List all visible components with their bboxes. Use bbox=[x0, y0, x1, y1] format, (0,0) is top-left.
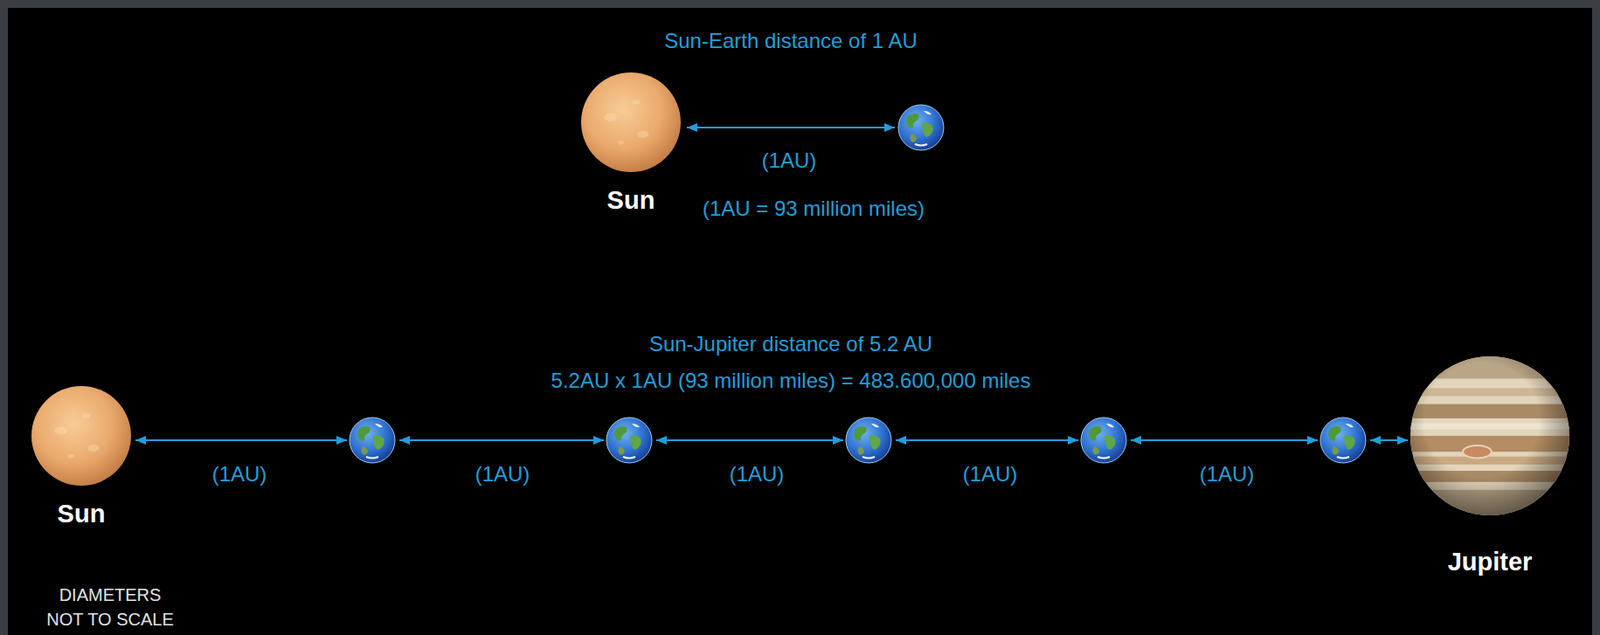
sun-disc bbox=[31, 386, 132, 486]
sun-texture bbox=[617, 140, 624, 146]
distance-arrows bbox=[135, 127, 1408, 441]
au-arrow bbox=[895, 439, 1079, 442]
distance-label: (1AU) bbox=[1199, 462, 1255, 487]
distance-label: (1AU = 93 million miles) bbox=[702, 196, 925, 222]
sun-texture bbox=[54, 427, 68, 436]
sun-texture bbox=[68, 454, 75, 459]
earth-icon bbox=[845, 417, 892, 464]
earth-icon bbox=[1320, 417, 1366, 464]
planet-node: Jupiter bbox=[1410, 356, 1570, 577]
au-arrow bbox=[1370, 439, 1408, 442]
distance-label: (1AU) bbox=[761, 148, 818, 174]
distance-label: (1AU) bbox=[212, 462, 268, 487]
sun-disc bbox=[581, 72, 681, 173]
au-arrow bbox=[399, 439, 604, 442]
jupiter-disc bbox=[1410, 356, 1570, 516]
sun-texture bbox=[603, 113, 617, 122]
sun-shape bbox=[580, 71, 682, 174]
au-arrow bbox=[1130, 439, 1318, 442]
sun-node: Sun bbox=[30, 385, 132, 529]
distance-label: (1AU) bbox=[962, 462, 1019, 487]
jupiter-shade bbox=[1410, 356, 1570, 516]
body-name: Sun bbox=[57, 498, 106, 529]
au-arrow bbox=[135, 439, 347, 442]
sun-texture bbox=[82, 413, 91, 419]
background bbox=[7, 7, 1593, 635]
distance-heading: Sun-Jupiter distance of 5.2 AU bbox=[649, 332, 933, 357]
distance-heading: 5.2AU x 1AU (93 million miles) = 483.600… bbox=[551, 368, 1032, 394]
jupiter-shape bbox=[1410, 356, 1570, 516]
earth-icon bbox=[606, 417, 652, 464]
distance-label: (1AU) bbox=[475, 462, 531, 487]
sun-texture bbox=[637, 131, 649, 139]
au-arrow bbox=[656, 439, 844, 442]
body-name: Sun bbox=[607, 185, 656, 215]
distance-heading: Sun-Earth distance of 1 AU bbox=[664, 28, 918, 54]
scale-note: DIAMETERS NOT TO SCALE bbox=[44, 582, 176, 632]
earth-icon bbox=[349, 417, 395, 464]
earths bbox=[349, 104, 1366, 464]
sun-texture bbox=[631, 99, 640, 105]
earth-icon bbox=[1080, 417, 1127, 464]
earth-icon bbox=[898, 104, 944, 151]
sun-shape bbox=[30, 385, 132, 487]
sun-texture bbox=[87, 444, 99, 452]
au-arrow bbox=[686, 126, 895, 129]
distance-label: (1AU) bbox=[729, 462, 785, 487]
jupiter-base bbox=[1410, 356, 1570, 516]
body-name: Jupiter bbox=[1447, 547, 1533, 577]
sun-node: Sun bbox=[580, 71, 682, 215]
